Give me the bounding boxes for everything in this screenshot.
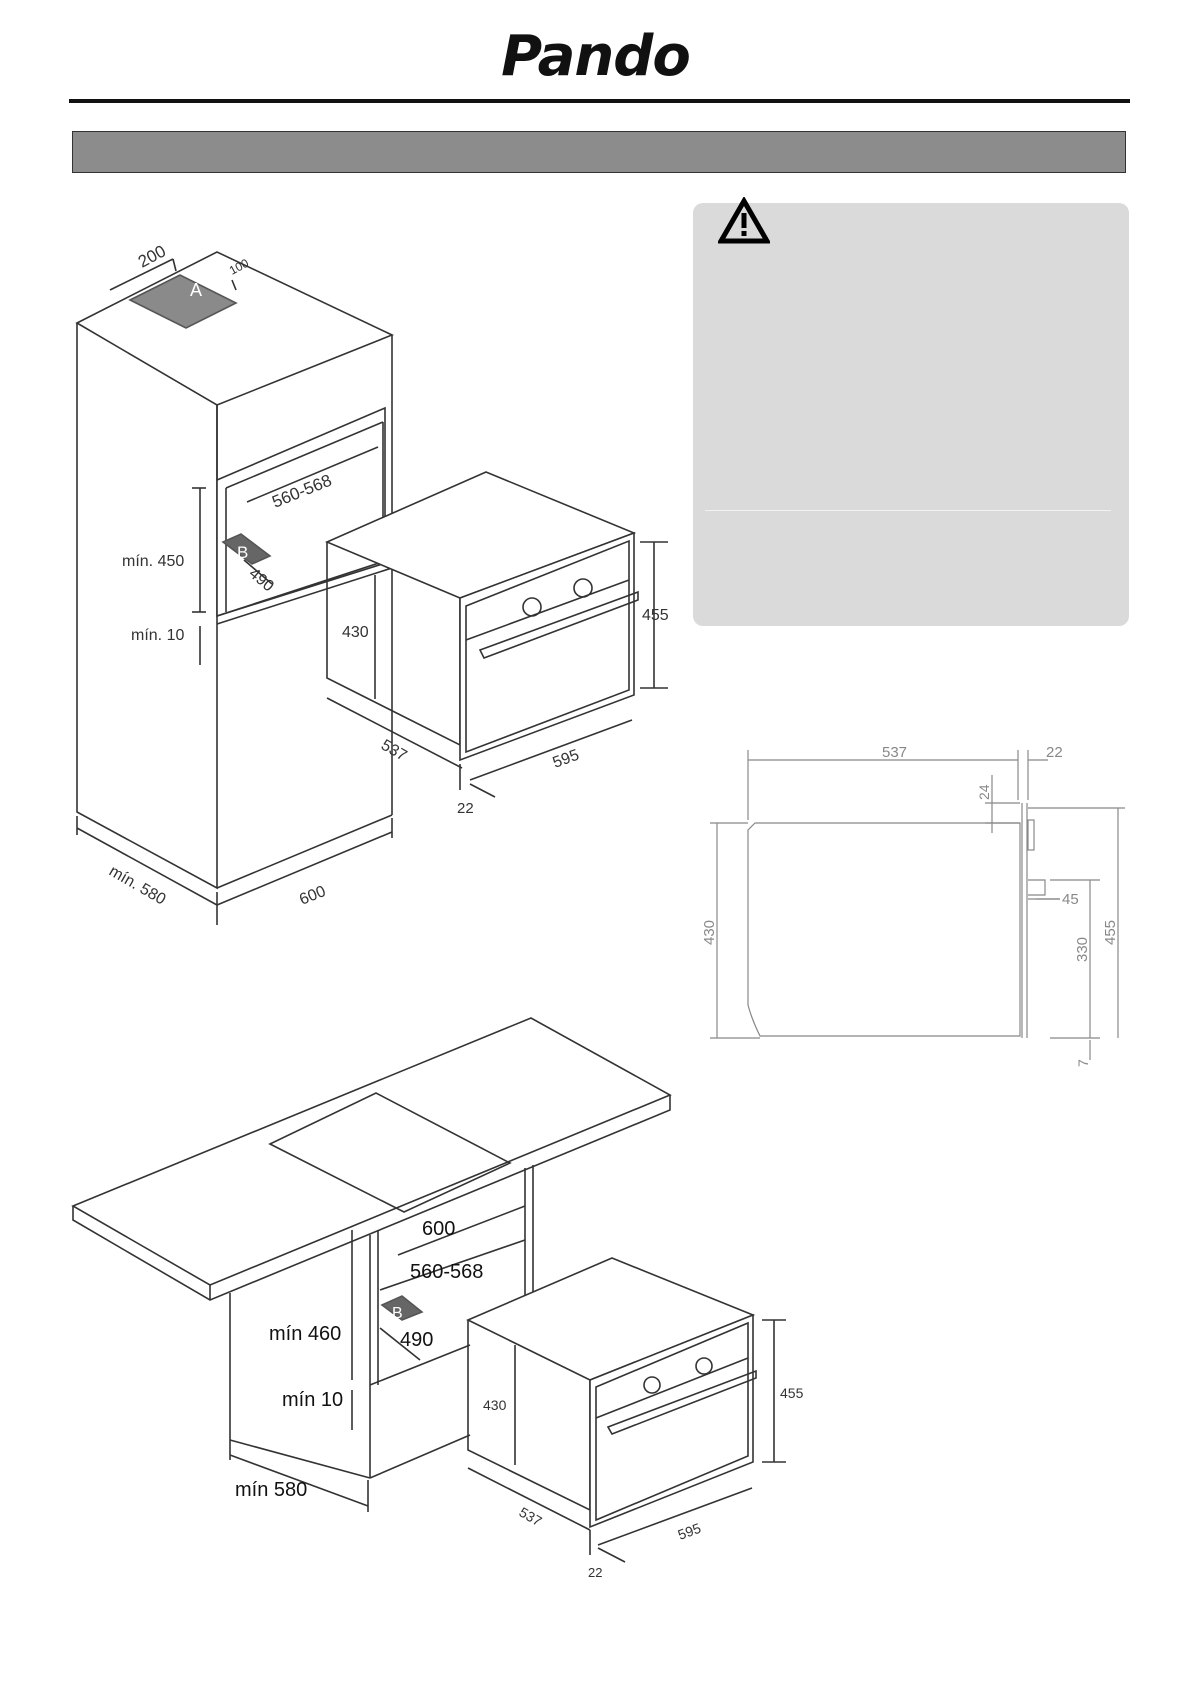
oven-537-label: 537 (378, 737, 410, 765)
tall-cabinet-diagram (75, 251, 394, 925)
fig3-min-580-label: mín 580 (235, 1479, 307, 1501)
min-10-label: mín. 10 (131, 627, 184, 644)
oven-22-label: 22 (457, 800, 474, 817)
fig3-dim-600-label: 600 (422, 1218, 455, 1240)
fig3-dim-490-label: 490 (400, 1329, 433, 1351)
header-rule (69, 99, 1130, 103)
brand-logo: Pando (501, 24, 691, 89)
handle-45-label: 45 (1062, 891, 1079, 908)
ventilation-zone-b-2 (380, 1295, 424, 1321)
fig3-dim-560-568-label: 560-568 (410, 1261, 483, 1283)
door-330-label: 330 (1074, 937, 1091, 962)
undercounter-cabinet-diagram (71, 1017, 672, 1512)
fig3-oven-595-label: 595 (676, 1520, 704, 1543)
total-455-label: 455 (1102, 920, 1119, 945)
ventilation-zone-b (221, 533, 272, 565)
zone-b-label: B (237, 543, 248, 562)
oven-595-label: 595 (551, 747, 582, 772)
bottom-7-label: 7 (1075, 1059, 1091, 1067)
dim-200: 200 (135, 241, 169, 271)
min-580-label: mín. 580 (106, 863, 169, 909)
oven-430-label: 430 (342, 624, 369, 641)
fig3-oven-537-label: 537 (517, 1504, 545, 1530)
top-24-label: 24 (976, 784, 992, 800)
zone-a-label: A (190, 280, 202, 300)
depth-537-label: 537 (882, 744, 907, 761)
warning-box (693, 197, 1129, 626)
fig3-min-460-label: mín 460 (269, 1323, 341, 1345)
warning-separator (705, 510, 1111, 511)
fig3-zone-b-label: B (392, 1305, 403, 1322)
dim-600-label: 600 (297, 883, 328, 909)
warning-triangle-icon (718, 197, 770, 244)
height-430-label: 430 (701, 920, 718, 945)
oven-drawing-1 (324, 471, 668, 798)
door-22-label: 22 (1046, 744, 1063, 761)
ventilation-zone-a (128, 274, 238, 329)
fig3-min-10-label: mín 10 (282, 1389, 343, 1411)
fig3-oven-430-label: 430 (483, 1397, 507, 1413)
min-450-label: mín. 450 (122, 553, 184, 570)
oven-drawing-2 (466, 1257, 786, 1563)
oven-side-section-diagram (710, 750, 1125, 1060)
fig3-oven-22-label: 22 (588, 1565, 602, 1580)
oven-455-label: 455 (642, 607, 669, 624)
section-banner (72, 131, 1126, 173)
fig3-oven-455-label: 455 (780, 1385, 804, 1401)
